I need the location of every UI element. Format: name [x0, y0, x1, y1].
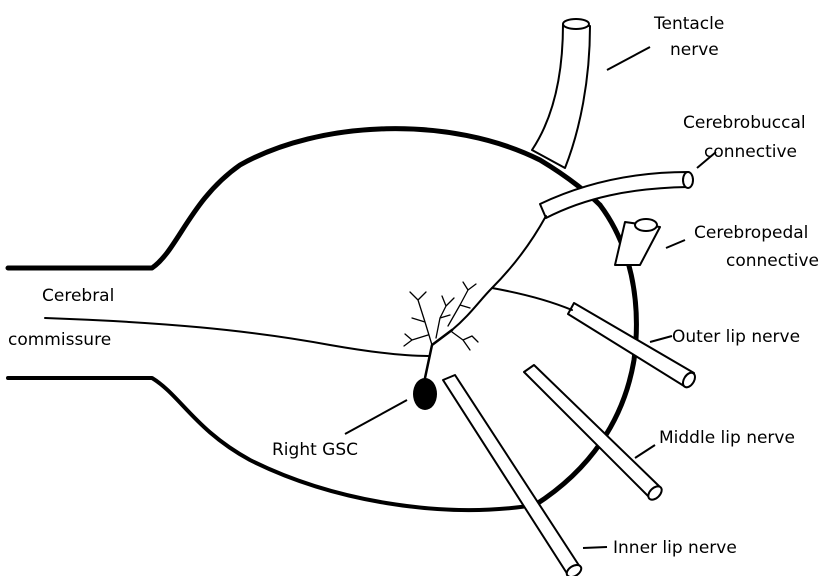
- label-cerebral-commissure-line2: commissure: [8, 330, 111, 350]
- label-tentacle-nerve-line2: nerve: [670, 40, 719, 60]
- ganglion-outline-upper: [8, 129, 600, 268]
- tentacle-nerve-end: [563, 19, 589, 29]
- label-tentacle-nerve-line1: Tentacle: [653, 14, 724, 34]
- right-gsc-soma: [413, 378, 437, 410]
- label-middle-lip-nerve: Middle lip nerve: [659, 428, 795, 448]
- leader-tentacle-nerve: [607, 47, 650, 70]
- label-right-gsc: Right GSC: [272, 440, 358, 460]
- label-cerebropedal-line1: Cerebropedal: [694, 223, 808, 243]
- label-inner-lip-nerve: Inner lip nerve: [613, 538, 737, 558]
- label-outer-lip-nerve: Outer lip nerve: [672, 327, 800, 347]
- cerebropedal-connective-end: [635, 219, 657, 231]
- cerebrobuccal-connective: [540, 172, 688, 218]
- tentacle-nerve: [532, 24, 590, 168]
- leader-outer-lip: [650, 336, 672, 342]
- label-cerebral-commissure-line1: Cerebral: [42, 286, 114, 306]
- leader-cerebropedal: [666, 240, 685, 248]
- leader-inner-lip: [583, 547, 607, 548]
- cerebrobuccal-connective-end: [683, 172, 693, 188]
- middle-lip-nerve: [524, 365, 660, 498]
- gsc-axon-outer-lip: [492, 288, 572, 310]
- label-cerebropedal-line2: connective: [726, 251, 819, 271]
- gsc-axon-main: [452, 216, 546, 330]
- leader-middle-lip: [635, 445, 655, 458]
- label-cerebrobuccal-line1: Cerebrobuccal: [683, 113, 806, 133]
- leader-right-gsc: [345, 400, 407, 434]
- label-cerebrobuccal-line2: connective: [704, 142, 797, 162]
